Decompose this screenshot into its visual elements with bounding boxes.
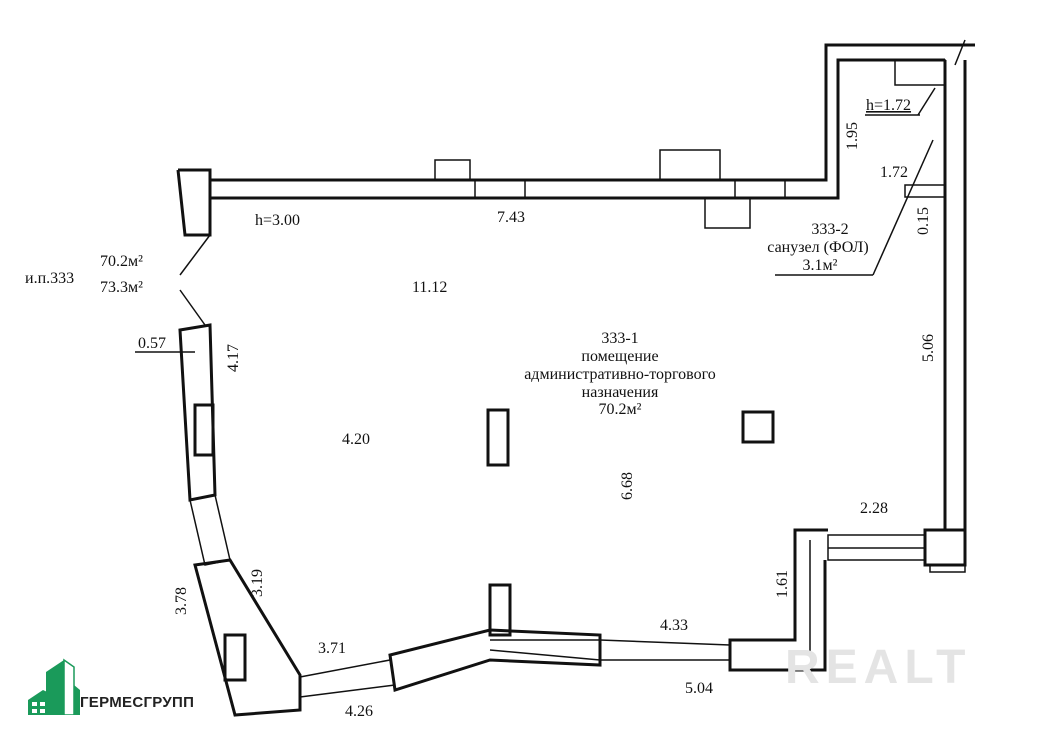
unit-label: и.п.333 xyxy=(25,270,74,287)
dim-417: 4.17 xyxy=(225,344,242,372)
dim-433: 4.33 xyxy=(660,617,688,634)
dim-161: 1.61 xyxy=(774,570,791,598)
dim-195: 1.95 xyxy=(844,122,861,150)
walls xyxy=(135,39,975,717)
company-logo: ГЕРМЕСГРУПП xyxy=(28,655,238,720)
dim-172: 1.72 xyxy=(880,164,908,181)
dim-378: 3.78 xyxy=(173,587,190,615)
dim-371: 3.71 xyxy=(318,640,346,657)
labels: и.п.333 70.2м² 73.3м² h=3.00 7.43 11.12 … xyxy=(25,97,937,720)
room1-name-3: назначения xyxy=(582,384,659,401)
dim-426: 4.26 xyxy=(345,703,373,720)
dim-504: 5.04 xyxy=(685,680,713,697)
dim-057: 0.57 xyxy=(138,335,166,352)
dim-top: 7.43 xyxy=(497,209,525,226)
room1-name-2: административно-торгового xyxy=(524,366,716,383)
watermark: REALT xyxy=(785,641,972,694)
room1-name-1: помещение xyxy=(581,348,658,365)
dim-420: 4.20 xyxy=(342,431,370,448)
wc-height: h=1.72 xyxy=(866,97,911,114)
total-area-1: 70.2м² xyxy=(100,253,143,270)
ceiling-height: h=3.00 xyxy=(255,212,300,229)
room1-area: 70.2м² xyxy=(599,401,642,418)
dim-228: 2.28 xyxy=(860,500,888,517)
room2-area: 3.1м² xyxy=(803,257,838,274)
dim-319: 3.19 xyxy=(249,569,266,597)
dim-668: 6.68 xyxy=(619,472,636,500)
dim-015: 0.15 xyxy=(915,207,932,235)
total-area-2: 73.3м² xyxy=(100,279,143,296)
room2-name: санузел (ФОЛ) xyxy=(767,239,868,256)
room2-number: 333-2 xyxy=(811,221,848,238)
room1-number: 333-1 xyxy=(601,330,638,347)
dim-width: 11.12 xyxy=(412,279,447,296)
dim-506: 5.06 xyxy=(920,334,937,362)
building-logo-icon xyxy=(28,658,80,716)
logo-text: ГЕРМЕСГРУПП xyxy=(80,694,195,711)
